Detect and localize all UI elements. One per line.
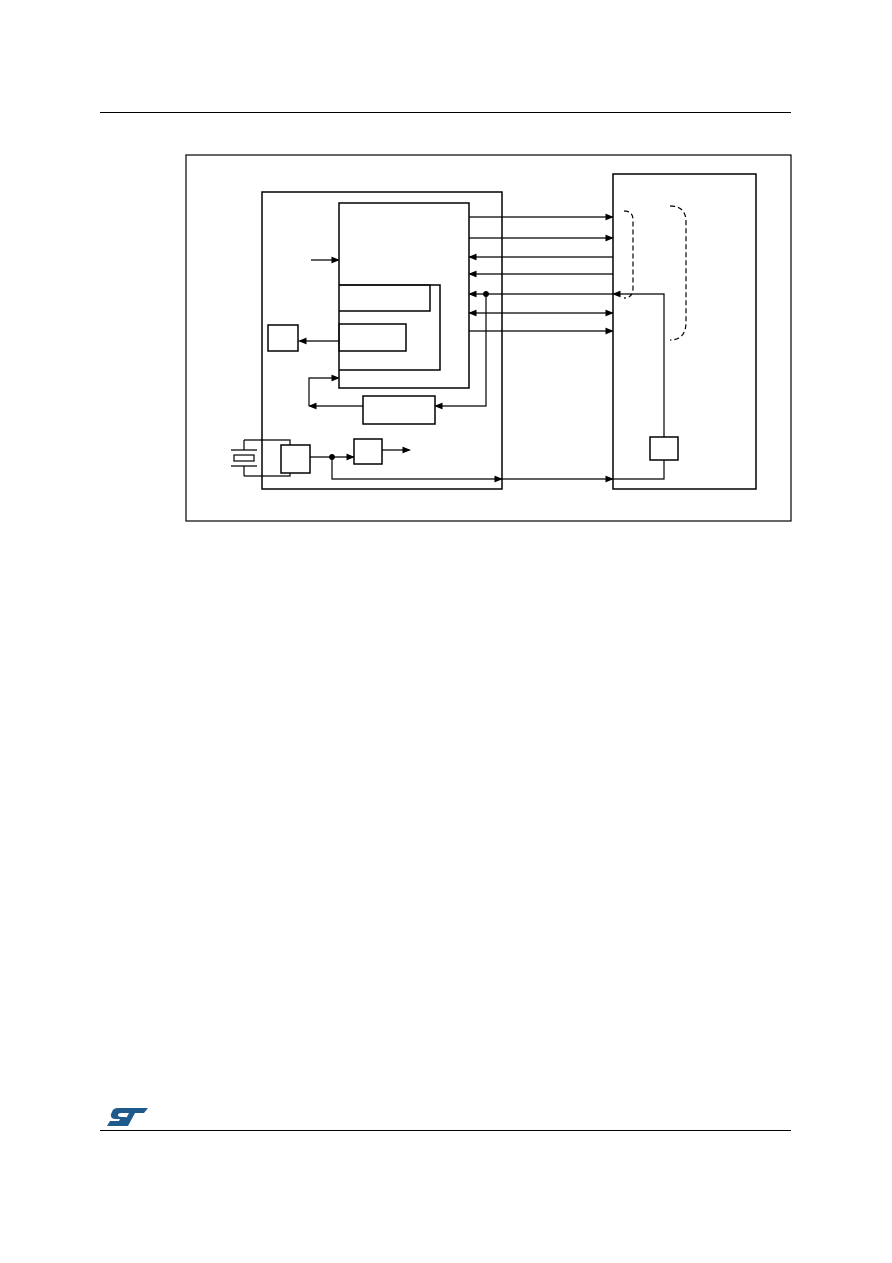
junction-dot (329, 454, 335, 460)
dashed-brace-left (623, 210, 634, 299)
loop-back (308, 374, 340, 406)
divider-box (353, 438, 383, 465)
external-small-box (649, 436, 679, 461)
core-block (338, 202, 470, 389)
junction-dot (483, 291, 489, 297)
lower-block (362, 395, 436, 425)
footer-rule (100, 1130, 791, 1131)
device-block (261, 191, 503, 490)
header-rule (100, 112, 791, 113)
st-logo-icon (107, 1108, 148, 1126)
dashed-brace-right (669, 205, 687, 341)
inner-block-mid (339, 284, 431, 312)
figure-frame (185, 154, 792, 522)
inner-block-small (338, 323, 407, 352)
external-block (612, 173, 757, 490)
small-left-box (267, 324, 299, 352)
crystal-icon (231, 439, 291, 477)
clock-to-external (331, 457, 614, 483)
branch-to-lower-block (434, 294, 487, 410)
external-feedback (612, 290, 665, 437)
oscillator-box (280, 444, 311, 474)
external-return (613, 460, 665, 480)
inner-block-outer (339, 284, 441, 371)
